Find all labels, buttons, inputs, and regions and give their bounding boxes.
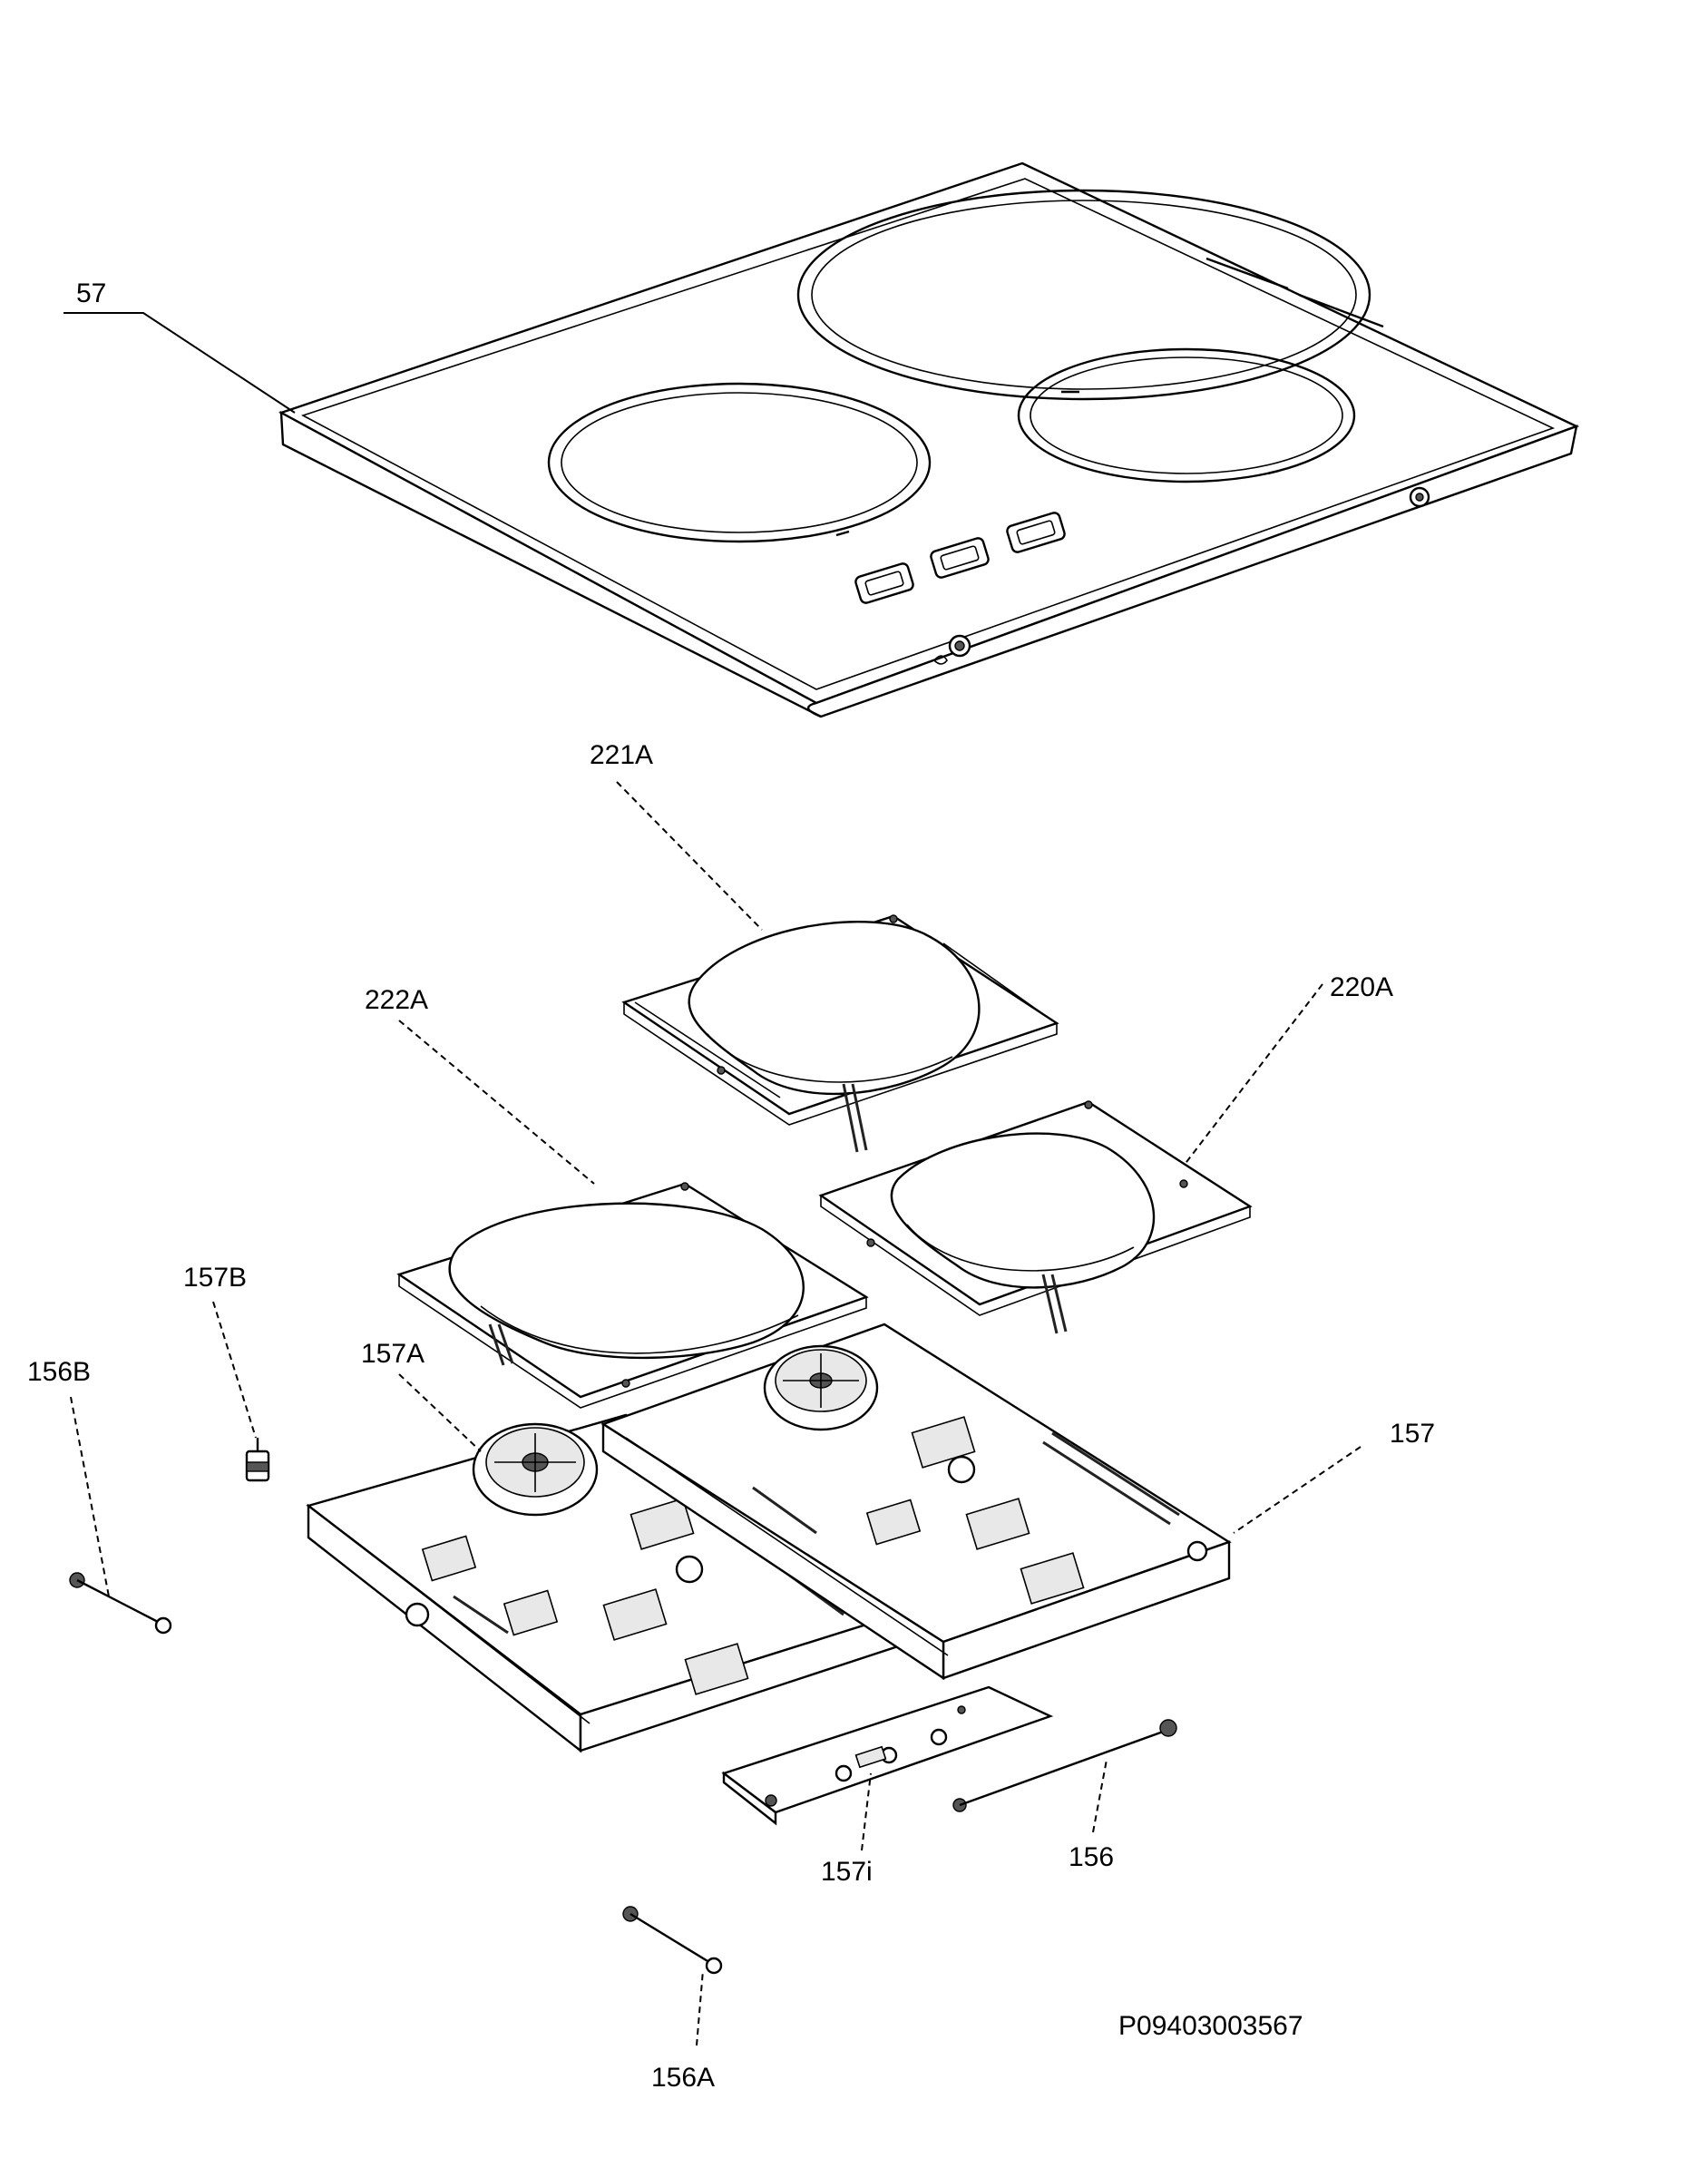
power-board-left[interactable]	[306, 1413, 901, 1753]
power-board-right[interactable]	[600, 1323, 1232, 1681]
drawing-number: P09403003567	[1118, 2011, 1303, 2041]
cable-left[interactable]	[69, 1572, 172, 1635]
burner-ring-rear	[796, 189, 1371, 401]
cooktop-glass[interactable]	[278, 161, 1580, 718]
cable-bottom[interactable]	[622, 1906, 723, 1975]
part-labels: 57 221A 222A 220A 157B 156B 157A 157 157…	[27, 278, 1435, 2093]
label-222a: 222A	[365, 985, 428, 1015]
label-221a: 221A	[590, 740, 653, 770]
label-57: 57	[76, 278, 106, 308]
burner-ring-right	[1017, 347, 1356, 483]
label-156a: 156A	[651, 2063, 715, 2093]
label-157a: 157A	[361, 1339, 425, 1369]
label-220a: 220A	[1330, 972, 1393, 1002]
cable-right[interactable]	[952, 1719, 1177, 1812]
leader-lines	[63, 312, 1362, 2046]
label-156b: 156B	[27, 1357, 91, 1387]
temperature-sensor[interactable]	[245, 1438, 270, 1482]
burner-ring-left	[547, 382, 932, 543]
touch-control-pads	[854, 512, 1066, 604]
induction-coil-right[interactable]	[818, 1100, 1253, 1334]
induction-coil-left[interactable]	[396, 1182, 869, 1409]
label-157: 157	[1390, 1419, 1435, 1449]
induction-coil-rear[interactable]	[621, 914, 1059, 1153]
interface-board[interactable]	[721, 1685, 1054, 1826]
label-157i: 157i	[821, 1857, 873, 1887]
label-156: 156	[1069, 1842, 1114, 1872]
label-157b: 157B	[183, 1263, 247, 1293]
